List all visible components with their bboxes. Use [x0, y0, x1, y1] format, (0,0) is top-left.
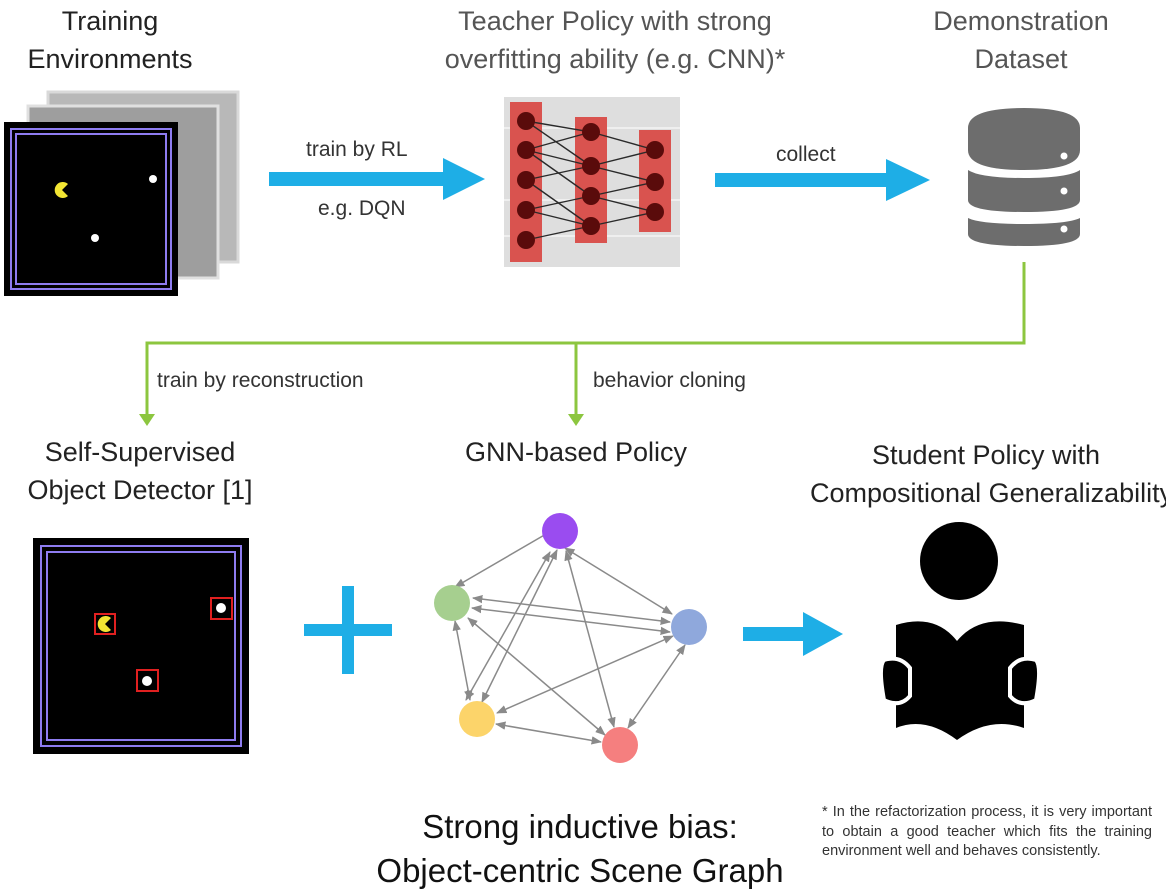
footnote: * In the refactorization process, it is …: [822, 804, 1152, 859]
training-env-title-line1: Training: [61, 6, 159, 36]
arrow-collect: [715, 159, 930, 201]
gnn-policy-title: GNN-based Policy: [464, 437, 688, 467]
plus-icon: [304, 586, 392, 674]
student-title-line1: Student Policy with: [871, 440, 1101, 470]
pellet: [142, 676, 152, 686]
edge-label-dqn: e.g. DQN: [318, 197, 406, 220]
training-env-title: Training Environments: [10, 2, 210, 78]
student-title-line2: Compositional Generalizability: [810, 478, 1166, 508]
pellet: [216, 603, 226, 613]
inductive-bias-caption: Strong inductive bias: Object-centric Sc…: [360, 805, 800, 893]
green-arrowhead-left: [139, 414, 155, 426]
dataset-title-line1: Demonstration: [933, 6, 1109, 36]
detector-title-line1: Self-Supervised: [44, 437, 236, 467]
arrow-train-rl: [269, 158, 485, 200]
graph-node-purple: [542, 513, 578, 549]
pellet: [149, 175, 157, 183]
database-icon: [968, 108, 1080, 246]
green-flow-lines: [145, 262, 1026, 418]
graph-node-red: [602, 727, 638, 763]
gnn-graph: [452, 529, 686, 745]
detector-title-line2: Object Detector [1]: [27, 475, 253, 505]
training-environments: [4, 90, 240, 296]
edge-label-collect: collect: [776, 143, 836, 166]
arrow-to-student: [743, 612, 843, 656]
caption-line1: Strong inductive bias:: [422, 808, 738, 845]
graph-node-blue: [671, 609, 707, 645]
detector-title: Self-Supervised Object Detector [1]: [10, 433, 270, 509]
teacher-title-line1: Teacher Policy with strong: [458, 6, 772, 36]
env-screen: [4, 122, 178, 296]
edge-label-train-rl: train by RL: [306, 138, 408, 161]
teacher-title-line2: overfitting ability (e.g. CNN)*: [444, 44, 786, 74]
graph-node-yellow: [459, 701, 495, 737]
edge-label-behavior-cloning: behavior cloning: [593, 369, 746, 392]
student-reading-icon: [879, 522, 1041, 740]
object-detector-screen: [33, 538, 249, 754]
dataset-title: Demonstration Dataset: [914, 2, 1128, 78]
student-policy-title: Student Policy with Compositional Genera…: [810, 436, 1166, 512]
teacher-policy-title: Teacher Policy with strong overfitting a…: [410, 2, 820, 78]
pellet: [91, 234, 99, 242]
edge-label-reconstruction: train by reconstruction: [157, 369, 364, 392]
pacman-icon: [97, 616, 111, 632]
cnn-teacher-icon: [504, 97, 680, 267]
caption-line2: Object-centric Scene Graph: [376, 852, 784, 889]
training-env-title-line2: Environments: [27, 44, 193, 74]
graph-node-green: [434, 585, 470, 621]
green-arrowhead-center: [568, 414, 584, 426]
dataset-title-line2: Dataset: [974, 44, 1068, 74]
pacman-icon: [54, 181, 68, 198]
